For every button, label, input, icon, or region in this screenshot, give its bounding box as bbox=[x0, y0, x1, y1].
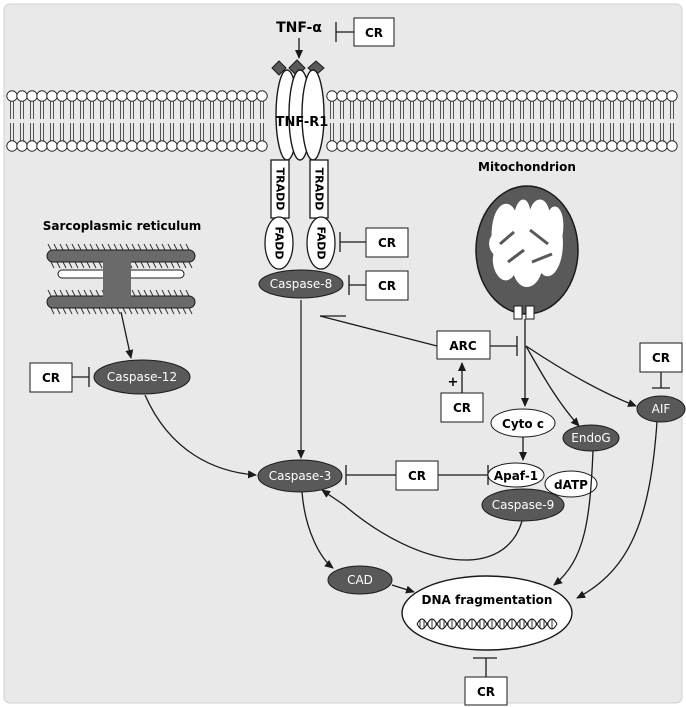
dna-fragmentation-node: DNA fragmentation bbox=[402, 576, 572, 650]
arc-node: ARC bbox=[437, 331, 490, 359]
datp-label: dATP bbox=[554, 478, 588, 492]
dna-fragmentation-label: DNA fragmentation bbox=[422, 593, 553, 607]
tnf-alpha-label: TNF-α bbox=[276, 20, 322, 36]
cr-label: CR bbox=[378, 279, 396, 293]
cr-label: CR bbox=[477, 685, 495, 699]
caspase-3-label: Caspase-3 bbox=[269, 469, 332, 483]
tradd-right-label: TRADD bbox=[313, 168, 326, 211]
tradd-left-label: TRADD bbox=[274, 168, 287, 211]
cr-label: CR bbox=[408, 469, 426, 483]
cr-box: CR bbox=[441, 393, 483, 422]
cad-node: CAD bbox=[328, 566, 392, 594]
sarcoplasmic-reticulum-label: Sarcoplasmic reticulum bbox=[43, 219, 202, 233]
tnf-r1-label: TNF-R1 bbox=[276, 115, 329, 130]
caspase-12-node: Caspase-12 bbox=[94, 360, 190, 394]
apaf-1-label: Apaf-1 bbox=[494, 469, 538, 483]
mitochondrial-pore-left bbox=[514, 306, 522, 319]
endog-label: EndoG bbox=[571, 431, 610, 445]
cr-label: CR bbox=[453, 401, 471, 415]
cr-label: CR bbox=[652, 351, 670, 365]
aif-node: AIF bbox=[637, 396, 685, 422]
caspase-12-label: Caspase-12 bbox=[107, 370, 177, 384]
arc-label: ARC bbox=[449, 339, 477, 353]
cr-label: CR bbox=[365, 26, 383, 40]
plus-sign: + bbox=[448, 375, 459, 390]
caspase-8-label: Caspase-8 bbox=[270, 277, 333, 291]
mitochondrion-label: Mitochondrion bbox=[478, 160, 576, 174]
mitochondrial-pore-right bbox=[526, 306, 534, 319]
caspase-3-node: Caspase-3 bbox=[258, 460, 342, 492]
caspase-9-label: Caspase-9 bbox=[492, 498, 555, 512]
cr-label: CR bbox=[378, 236, 396, 250]
cad-label: CAD bbox=[347, 573, 373, 587]
aif-label: AIF bbox=[652, 402, 671, 416]
cr-box: CR bbox=[396, 461, 438, 490]
fadd-right-label: FADD bbox=[315, 226, 328, 259]
endog-node: EndoG bbox=[563, 425, 619, 451]
cyto-c-node: Cyto c bbox=[491, 409, 555, 437]
cyto-c-label: Cyto c bbox=[502, 417, 544, 431]
fadd-left-label: FADD bbox=[273, 226, 286, 259]
cr-label: CR bbox=[42, 371, 60, 385]
